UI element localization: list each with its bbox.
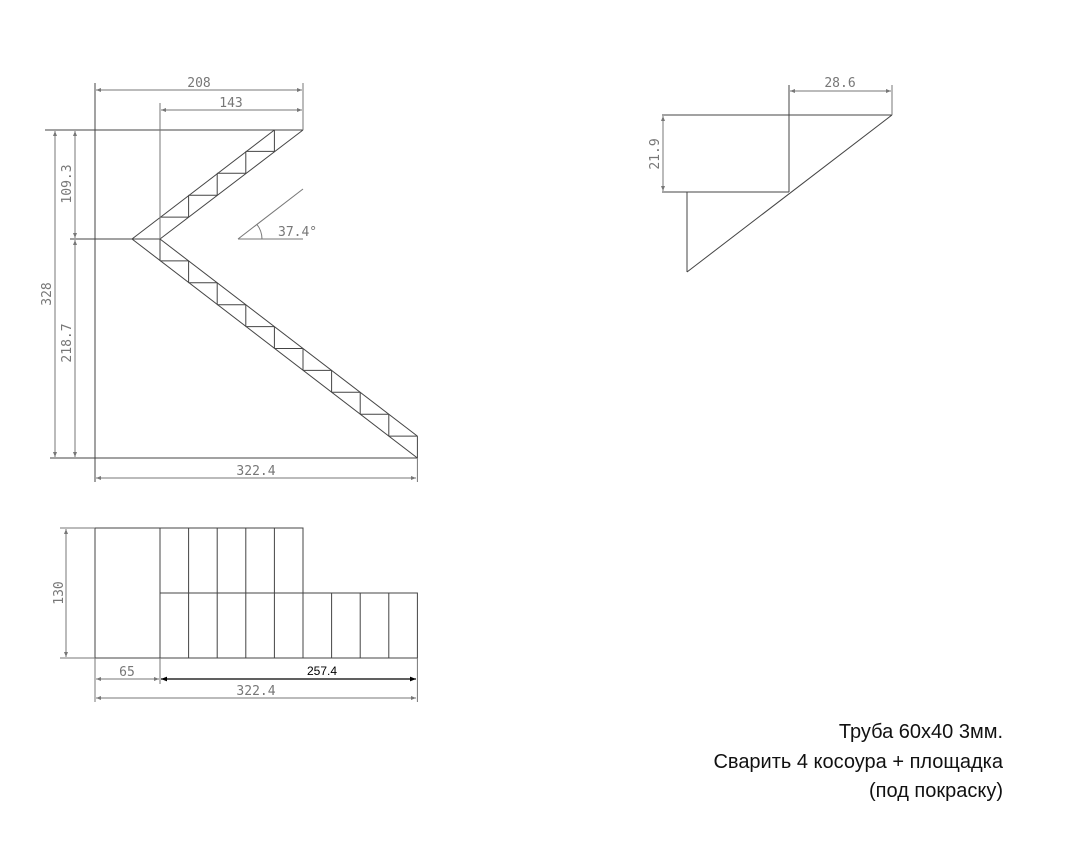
dim-257-4: 257.4 xyxy=(307,664,337,678)
note-line-2: Сварить 4 косоура + площадка xyxy=(713,750,1003,773)
angle-label: 37.4° xyxy=(278,225,317,240)
angle-arc xyxy=(256,224,263,240)
dim-322-4: 322.4 xyxy=(236,464,275,479)
upper-stringer-outer xyxy=(131,129,275,240)
dim-218-7: 218.7 xyxy=(60,323,75,362)
dim-65: 65 xyxy=(119,665,135,680)
dim-322-4-plan: 322.4 xyxy=(236,684,275,699)
dim-208: 208 xyxy=(187,76,210,91)
side-view: 37.4° 208 143 328 109.3 218.7 322.4 xyxy=(40,76,418,482)
landing-plan xyxy=(94,527,161,659)
dim-109-3: 109.3 xyxy=(60,164,75,203)
note-line-1: Труба 60х40 3мм. xyxy=(838,721,1003,743)
lower-flight-plan xyxy=(159,592,418,659)
detail-slope xyxy=(686,114,893,273)
plan-view: 130 65 257.4 322.4 xyxy=(52,527,418,702)
angle-slope-line xyxy=(237,188,304,240)
dim-143: 143 xyxy=(219,96,242,111)
upper-flight-plan xyxy=(159,527,304,594)
note-line-3: (под покраску) xyxy=(869,780,1003,802)
lower-stringer-inner xyxy=(159,238,418,437)
dim-riser: 21.9 xyxy=(648,138,663,169)
step-detail: 28.6 21.9 xyxy=(648,76,893,273)
dim-tread: 28.6 xyxy=(824,76,855,91)
steps-group xyxy=(159,129,418,437)
dim-328: 328 xyxy=(40,282,55,305)
fabrication-note: Труба 60х40 3мм. Сварить 4 косоура + пло… xyxy=(713,718,1003,807)
upper-stringer-inner xyxy=(159,129,304,240)
dim-130: 130 xyxy=(52,581,67,604)
plan-treads xyxy=(188,528,390,658)
